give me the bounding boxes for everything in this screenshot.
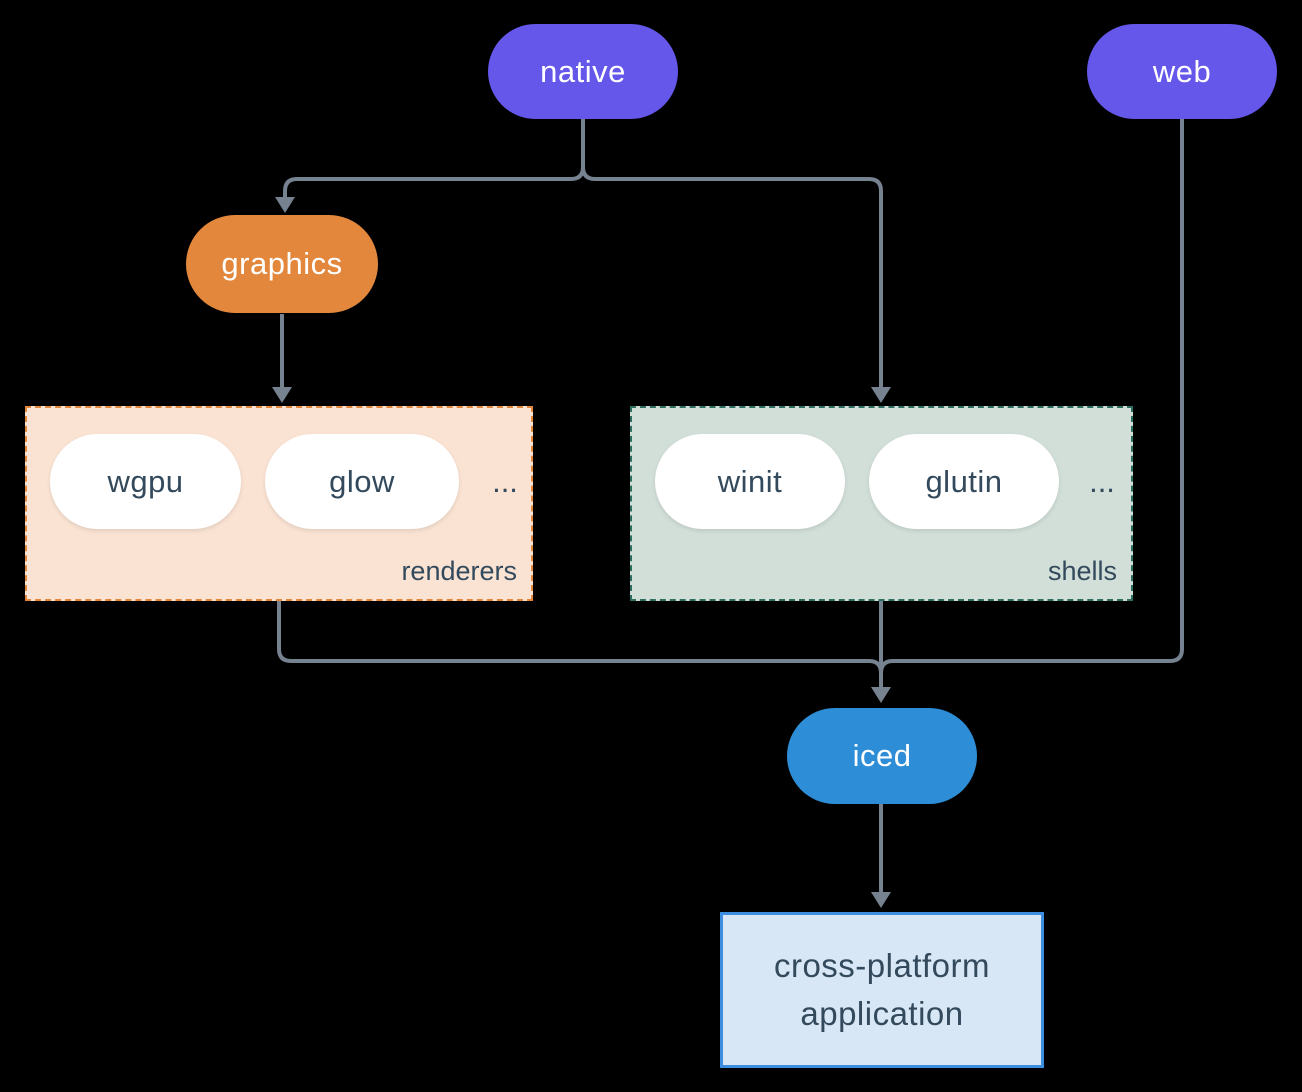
arrowhead-iced xyxy=(871,687,891,703)
node-web: web xyxy=(1087,24,1277,119)
shells-ellipsis: ... xyxy=(1089,463,1115,499)
application-label-line2: application xyxy=(800,995,964,1032)
group-shells: winit glutin ... shells xyxy=(630,406,1133,601)
node-application: cross-platform application xyxy=(720,912,1044,1068)
arrowhead-shells xyxy=(871,387,891,403)
node-glutin-label: glutin xyxy=(925,463,1003,499)
shells-group-label: shells xyxy=(1047,556,1117,586)
node-glow-label: glow xyxy=(329,463,395,499)
node-graphics: graphics xyxy=(186,215,378,313)
arrowhead-graphics xyxy=(275,197,295,213)
node-wgpu-label: wgpu xyxy=(107,463,184,499)
node-iced: iced xyxy=(787,708,977,804)
group-renderers: wgpu glow ... renderers xyxy=(25,406,533,601)
arrowhead-renderers xyxy=(272,387,292,403)
node-native: native xyxy=(488,24,678,119)
node-graphics-label: graphics xyxy=(221,246,343,281)
application-label-line1: cross-platform xyxy=(773,947,991,984)
edge-native-graphics xyxy=(283,119,585,197)
node-glow: glow xyxy=(265,434,459,529)
edge-native-shells xyxy=(581,119,883,387)
node-wgpu: wgpu xyxy=(50,434,241,529)
renderers-ellipsis: ... xyxy=(492,463,518,499)
node-web-label: web xyxy=(1152,53,1212,89)
arrowhead-application xyxy=(871,892,891,908)
node-native-label: native xyxy=(540,53,626,89)
node-iced-label: iced xyxy=(852,738,912,773)
node-winit-label: winit xyxy=(717,463,783,499)
edge-renderers-iced xyxy=(277,601,883,687)
edge-web-iced xyxy=(879,119,1184,687)
node-glutin: glutin xyxy=(869,434,1059,529)
node-winit: winit xyxy=(655,434,845,529)
renderers-group-label: renderers xyxy=(401,556,517,586)
